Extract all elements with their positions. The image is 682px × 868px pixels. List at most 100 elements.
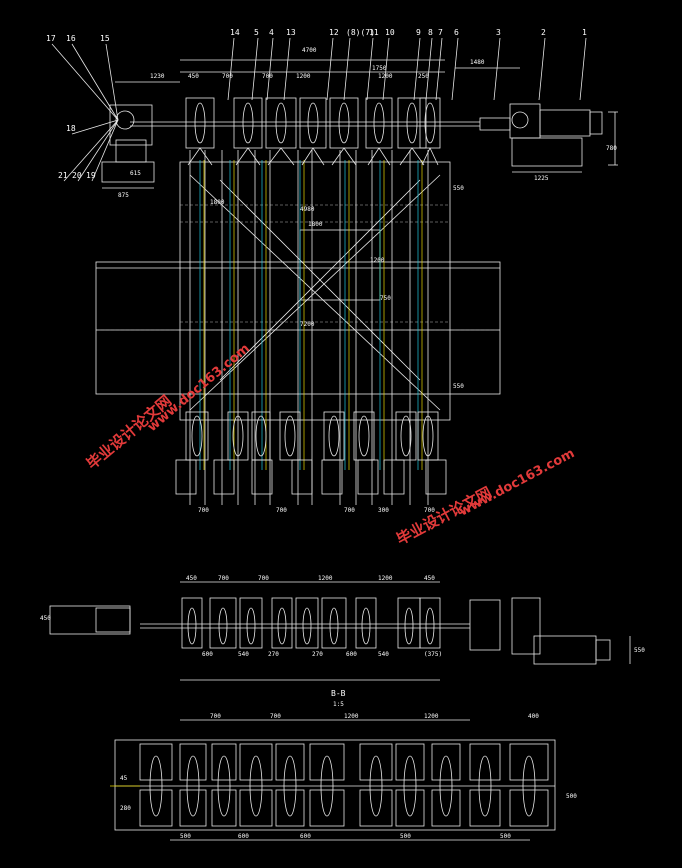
dimension-value: 4980	[300, 206, 315, 213]
pulley-disc	[275, 102, 287, 144]
pulley-leg	[235, 147, 249, 166]
dimension-value: 250	[418, 73, 429, 80]
lower-pulley-unit	[395, 411, 417, 461]
column-rails	[189, 150, 429, 505]
base-block	[357, 459, 379, 495]
pulley-leg	[199, 147, 213, 166]
section-disc	[403, 755, 417, 817]
pulley-units-bottom	[175, 411, 447, 495]
dimension-value: 1200	[318, 575, 333, 582]
dimension-value: 700	[222, 73, 233, 80]
watermark: 毕业设计论文网 www.doc163.com 毕业设计论文网 www.doc16…	[83, 341, 577, 548]
balloon-label: 11	[369, 28, 379, 37]
balloon-label: 3	[496, 28, 501, 37]
section-block	[395, 743, 425, 781]
balloon-label: 8	[428, 28, 433, 37]
pulley-leg	[367, 147, 380, 166]
pulley-leg	[399, 147, 413, 166]
section-disc	[283, 755, 297, 817]
balloon-label: 13	[286, 28, 296, 37]
dimension-value: 700	[210, 713, 221, 720]
section-block	[509, 789, 549, 827]
dimension-value: 45	[120, 775, 128, 782]
pulley-unit	[185, 97, 215, 149]
section-disc	[217, 755, 231, 817]
dimension-value: 700	[424, 507, 435, 514]
dimension-value: (375)	[424, 651, 442, 658]
section-disc	[478, 755, 492, 817]
balloon-leader	[413, 37, 421, 101]
dimension-value: 750	[380, 295, 391, 302]
dimension-value: 450	[424, 575, 435, 582]
plan-disc	[277, 607, 287, 645]
balloon-leader	[425, 37, 433, 101]
dimension-value: 550	[453, 383, 464, 390]
section-view	[110, 719, 556, 841]
pulley-unit	[365, 97, 393, 149]
section-block	[239, 789, 273, 827]
balloon-leader	[91, 119, 119, 182]
lower-pulley-disc	[255, 415, 267, 457]
pulley-disc	[242, 102, 254, 144]
balloon-label: 17	[46, 34, 56, 43]
dimension-value: 540	[378, 651, 389, 658]
base-block	[383, 459, 405, 495]
plan-unit	[209, 597, 237, 649]
dimension-value: 700	[218, 575, 229, 582]
plan-disc	[329, 607, 339, 645]
plan-view	[49, 581, 631, 681]
lower-pulley-disc	[328, 415, 340, 457]
balloon-label: 15	[100, 34, 110, 43]
drive-motor-top	[479, 103, 618, 173]
dimension-value: 600	[202, 651, 213, 658]
plan-unit	[419, 597, 441, 649]
section-block	[431, 789, 461, 827]
pulley-leg	[411, 147, 425, 166]
dimension-value: 1200	[370, 257, 385, 264]
balloon-label: 18	[66, 124, 76, 133]
pulley-disc	[373, 102, 385, 144]
dimension-value: 1800	[308, 221, 323, 228]
balloon-label: 6	[454, 28, 459, 37]
balloon-label: 5	[254, 28, 259, 37]
dimension-value: 280	[120, 805, 131, 812]
section-disc	[439, 755, 453, 817]
base-block	[251, 459, 273, 495]
section-block	[359, 789, 393, 827]
pulley-disc	[338, 102, 350, 144]
tensioner-left	[101, 104, 155, 189]
dimension-value: 500	[400, 833, 411, 840]
pulley-disc	[406, 102, 418, 144]
section-block	[469, 743, 501, 781]
section-block	[211, 743, 237, 781]
dimension-value: 7200	[300, 321, 315, 328]
dimension-value: 450	[40, 615, 51, 622]
balloon-leader	[51, 43, 119, 121]
balloon-leader	[266, 37, 274, 101]
section-block	[179, 743, 207, 781]
balloon-leader	[77, 119, 119, 182]
dimension-value: 1750	[372, 65, 387, 72]
dimension-value: 600	[300, 833, 311, 840]
dimension-value: 500	[566, 793, 577, 800]
balloon-leader	[382, 37, 390, 101]
balloon-label: 20	[72, 171, 82, 180]
balloon-leader	[283, 37, 291, 101]
balloon-leader	[435, 37, 443, 101]
balloon-leader	[71, 43, 119, 121]
balloon-leader	[105, 43, 119, 121]
dimension-value: 270	[268, 651, 279, 658]
balloon-label: 4	[269, 28, 274, 37]
section-disc	[369, 755, 383, 817]
dimension-value: 1480	[470, 59, 485, 66]
watermark-cn-left: 毕业设计论文网	[83, 392, 175, 473]
lower-pulley-unit	[227, 411, 249, 461]
pulley-leg	[247, 147, 261, 166]
dimension-value: 780	[606, 145, 617, 152]
dimension-value: 300	[378, 507, 389, 514]
section-block	[179, 789, 207, 827]
pulley-unit	[265, 97, 297, 149]
dimension-value: 700	[258, 575, 269, 582]
section-block	[309, 789, 345, 827]
